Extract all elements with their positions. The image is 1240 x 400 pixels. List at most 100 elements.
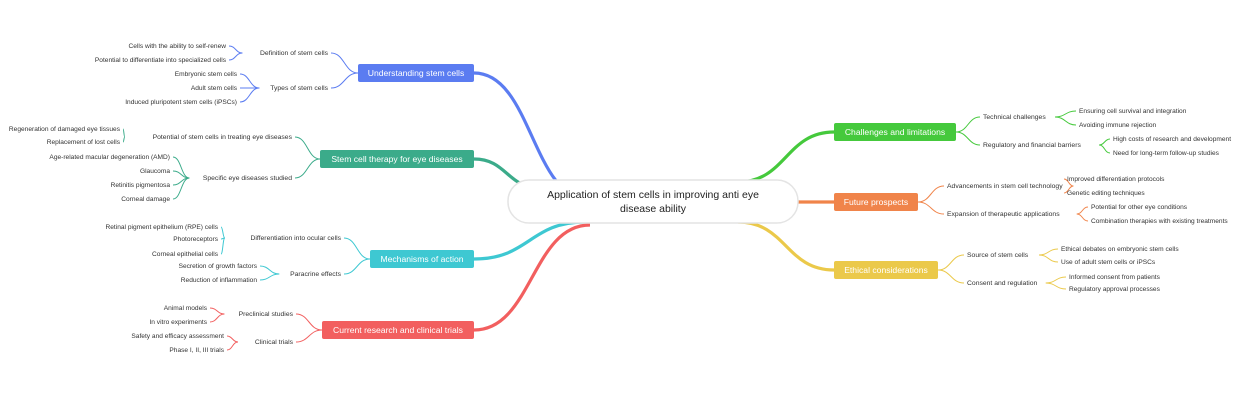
branch-research[interactable]: Current research and clinical trials <box>322 321 474 339</box>
connector-leaf-expansion-1 <box>1076 213 1089 222</box>
nodes: Understanding stem cells Definition of st… <box>9 43 1231 354</box>
leaf-source-1[interactable]: Use of adult stem cells or iPSCs <box>1061 259 1156 266</box>
leaf-technical-1[interactable]: Avoiding immune rejection <box>1079 122 1157 129</box>
connector-future-advancements <box>917 185 945 203</box>
leaf-clinical-1[interactable]: Phase I, II, III trials <box>169 347 224 354</box>
connector-leaf-regulatory-0 <box>1099 138 1111 146</box>
leaf-technical-0[interactable]: Ensuring cell survival and integration <box>1079 108 1187 115</box>
leaf-expansion-0[interactable]: Potential for other eye conditions <box>1091 204 1188 211</box>
connector-leaf-source-1 <box>1038 254 1059 263</box>
connector-leaf-advancements-1 <box>1063 185 1074 194</box>
group-technical[interactable]: Technical challenges <box>983 114 1046 121</box>
group-clinical[interactable]: Clinical trials <box>255 339 294 346</box>
branch-box-mechanisms <box>370 250 474 268</box>
leaf-differentiation-1[interactable]: Photoreceptors <box>173 236 218 243</box>
connector-leaf-potential-0 <box>122 128 126 138</box>
root-node[interactable]: Application of stem cells in improving a… <box>507 179 799 224</box>
leaf-definition-0[interactable]: Cells with the ability to self-renew <box>129 43 227 50</box>
branch-future[interactable]: Future prospects <box>834 193 918 211</box>
root-title-line2: disease ability <box>620 203 687 215</box>
connector-root-ethical <box>737 220 835 272</box>
leaf-types-1[interactable]: Adult stem cells <box>191 85 238 92</box>
branch-challenges[interactable]: Challenges and limitations <box>834 123 956 141</box>
leaf-consent-1[interactable]: Regulatory approval processes <box>1069 286 1161 293</box>
leaf-types-2[interactable]: Induced pluripotent stem cells (iPSCs) <box>125 99 237 106</box>
connector-leaf-clinical-0 <box>226 335 239 343</box>
leaf-clinical-0[interactable]: Safety and efficacy assessment <box>131 333 224 340</box>
connector-leaf-types-2 <box>239 87 260 103</box>
leaf-regulatory-1[interactable]: Need for long-term follow-up studies <box>1113 150 1220 157</box>
leaf-advancements-0[interactable]: Improved differentiation protocols <box>1067 176 1165 183</box>
connector-therapy-potential <box>294 136 321 160</box>
connector-leaf-technical-0 <box>1054 110 1077 118</box>
connector-root-challenges <box>737 130 835 184</box>
leaf-paracrine-1[interactable]: Reduction of inflammation <box>181 277 258 284</box>
group-specific[interactable]: Specific eye diseases studied <box>203 175 292 182</box>
connector-ethical-source <box>937 254 965 271</box>
connector-understanding-definition <box>330 52 359 74</box>
connector-leaf-definition-0 <box>228 45 243 54</box>
group-differentiation[interactable]: Differentiation into ocular cells <box>250 235 341 242</box>
connector-mechanisms-differentiation <box>343 237 371 260</box>
branch-box-future <box>834 193 918 211</box>
branch-box-ethical <box>834 261 938 279</box>
leaf-types-0[interactable]: Embryonic stem cells <box>175 71 238 78</box>
leaf-specific-2[interactable]: Retinitis pigmentosa <box>111 182 171 189</box>
connector-leaf-definition-1 <box>228 52 243 61</box>
leaf-expansion-1[interactable]: Combination therapies with existing trea… <box>1091 218 1228 225</box>
connector-challenges-regulatory <box>955 131 981 146</box>
group-paracrine[interactable]: Paracrine effects <box>290 271 341 278</box>
branch-ethical[interactable]: Ethical considerations <box>834 261 938 279</box>
leaf-source-0[interactable]: Ethical debates on embryonic stem cells <box>1061 246 1179 253</box>
leaf-differentiation-2[interactable]: Corneal epithelial cells <box>152 251 219 258</box>
connector-leaf-types-0 <box>239 73 260 89</box>
connector-leaf-preclinical-0 <box>209 307 225 315</box>
branch-label-therapy: Stem cell therapy for eye diseases <box>331 154 462 164</box>
connector-leaf-potential-1 <box>122 136 126 143</box>
group-consent[interactable]: Consent and regulation <box>967 280 1038 287</box>
leaf-paracrine-0[interactable]: Secretion of growth factors <box>179 263 258 270</box>
group-source[interactable]: Source of stem cells <box>967 252 1029 259</box>
leaf-specific-1[interactable]: Glaucoma <box>140 168 170 175</box>
connector-future-expansion <box>917 201 945 215</box>
branch-box-challenges <box>834 123 956 141</box>
group-advancements[interactable]: Advancements in stem cell technology <box>947 183 1063 190</box>
leaf-potential-1[interactable]: Replacement of lost cells <box>47 139 121 146</box>
branch-label-mechanisms: Mechanisms of action <box>380 254 463 264</box>
branch-box-therapy <box>320 150 474 168</box>
connector-therapy-specific <box>294 158 321 179</box>
leaf-preclinical-1[interactable]: In vitro experiments <box>149 319 207 326</box>
group-regulatory[interactable]: Regulatory and financial barriers <box>983 142 1081 149</box>
leaf-definition-1[interactable]: Potential to differentiate into speciali… <box>95 57 227 64</box>
branch-label-future: Future prospects <box>844 197 908 207</box>
connector-leaf-differentiation-0 <box>220 226 226 239</box>
leaf-potential-0[interactable]: Regeneration of damaged eye tissues <box>9 126 121 133</box>
connector-root-research <box>473 223 591 332</box>
group-types[interactable]: Types of stem cells <box>270 85 328 92</box>
connector-research-preclinical <box>295 313 323 331</box>
connector-leaf-consent-0 <box>1045 276 1067 284</box>
group-expansion[interactable]: Expansion of therapeutic applications <box>947 211 1060 218</box>
branch-label-challenges: Challenges and limitations <box>845 127 945 137</box>
group-preclinical[interactable]: Preclinical studies <box>239 311 294 318</box>
connector-leaf-paracrine-0 <box>259 265 280 275</box>
connector-leaf-differentiation-2 <box>220 237 226 255</box>
leaf-consent-0[interactable]: Informed consent from patients <box>1069 274 1161 281</box>
group-potential[interactable]: Potential of stem cells in treating eye … <box>153 134 293 141</box>
branch-mechanisms[interactable]: Mechanisms of action <box>370 250 474 268</box>
connector-root-mechanisms <box>473 220 586 261</box>
connector-leaf-consent-1 <box>1045 282 1067 290</box>
leaf-differentiation-0[interactable]: Retinal pigment epithelium (RPE) cells <box>105 224 218 231</box>
branch-box-understanding <box>358 64 474 82</box>
leaf-regulatory-0[interactable]: High costs of research and development <box>1113 136 1231 143</box>
leaf-specific-0[interactable]: Age-related macular degeneration (AMD) <box>49 154 170 161</box>
branch-understanding[interactable]: Understanding stem cells <box>358 64 474 82</box>
leaf-preclinical-0[interactable]: Animal models <box>164 305 208 312</box>
leaf-advancements-1[interactable]: Genetic editing techniques <box>1067 190 1145 197</box>
branch-box-research <box>322 321 474 339</box>
branch-therapy[interactable]: Stem cell therapy for eye diseases <box>320 150 474 168</box>
leaf-specific-3[interactable]: Corneal damage <box>121 196 170 203</box>
group-definition[interactable]: Definition of stem cells <box>260 50 329 57</box>
branch-label-understanding: Understanding stem cells <box>368 68 465 78</box>
